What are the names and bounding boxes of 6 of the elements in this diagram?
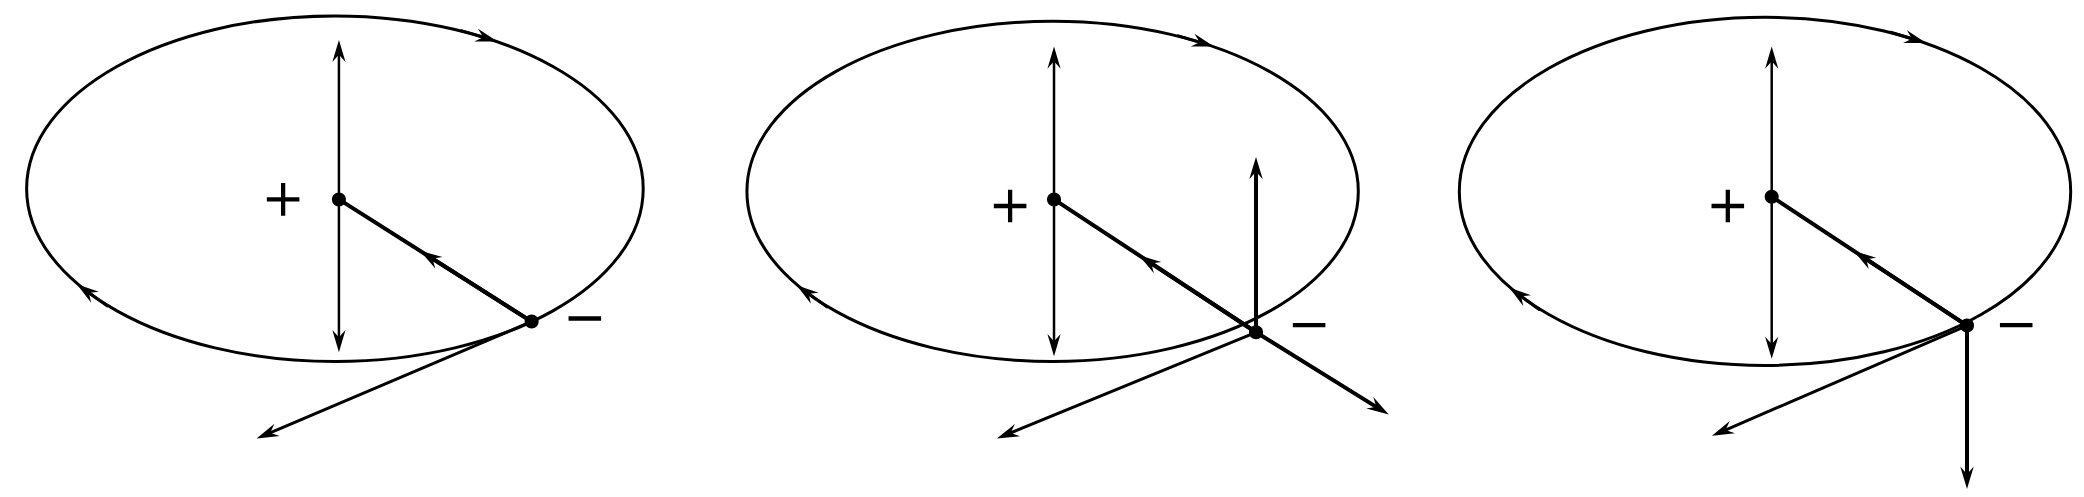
charge-sign: − <box>1999 323 2033 328</box>
charge-sign: + <box>993 189 1027 223</box>
charge-sign: + <box>1711 189 1745 223</box>
charge-sign: − <box>1292 323 1326 328</box>
charge-sign: − <box>568 316 602 321</box>
charge-sign: + <box>266 183 300 216</box>
